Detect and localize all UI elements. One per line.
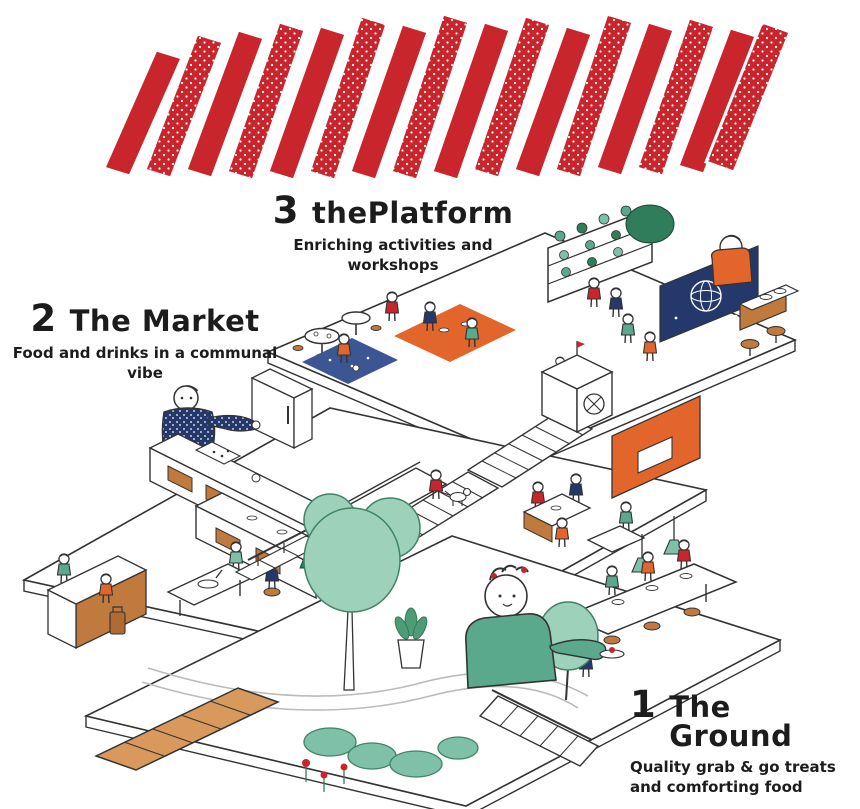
level-1-label: 1 The Ground Quality grab & go treats an… <box>630 686 855 797</box>
stair-flight-upper <box>466 411 594 488</box>
level-2-heading: 2 The Market <box>10 300 280 337</box>
level-2-description: Food and drinks in a communal vibe <box>12 344 278 382</box>
dog-icon <box>444 487 472 506</box>
fridge-cabinet <box>250 368 314 450</box>
stove <box>194 441 242 465</box>
foreground-visitor <box>465 564 625 689</box>
level-1-name: The Ground <box>669 690 793 753</box>
platform-level-3 <box>265 204 800 471</box>
picnic-rug-blue <box>302 338 398 384</box>
level-2-number: 2 <box>30 297 57 340</box>
dining-tables-market <box>522 473 646 553</box>
fan-icon <box>583 393 605 415</box>
seated-visitor <box>710 247 753 287</box>
tulip-icon <box>320 771 328 779</box>
tulip-icon <box>340 763 348 771</box>
level-1-number: 1 <box>630 683 657 726</box>
level-3-description: Enriching activities and workshops <box>293 236 493 274</box>
level-2-label: 2 The Market Food and drinks in a commun… <box>10 300 280 383</box>
globe-icon <box>690 280 722 312</box>
flag-icon <box>577 341 585 348</box>
exit-stairs-right <box>478 689 600 767</box>
level-3-number: 3 <box>272 189 299 232</box>
cafe-corner <box>710 234 800 356</box>
chef-figure <box>161 385 261 459</box>
reception-desk <box>46 553 148 650</box>
planter-pot <box>394 607 428 669</box>
tree-crown <box>303 507 401 613</box>
elevator-kiosk <box>540 341 614 434</box>
handrail <box>491 689 593 741</box>
dog-walker <box>428 469 472 506</box>
roof-fold-illustration <box>101 12 792 182</box>
serving-window <box>637 436 673 474</box>
tulip-icon <box>302 759 310 767</box>
level-2-name: The Market <box>69 304 260 338</box>
plant-shelf <box>547 204 675 304</box>
visitor-sweater <box>465 613 557 689</box>
person-figure <box>676 539 692 570</box>
level-1-description: Quality grab & go treats and comforting … <box>630 758 836 796</box>
level-1-heading: 1 The Ground <box>630 686 855 751</box>
large-plant <box>625 204 675 244</box>
person-figure <box>640 551 656 582</box>
entrance-stairs-left <box>94 687 280 771</box>
level-3-name: thePlatform <box>311 196 514 230</box>
ground-level <box>83 493 783 809</box>
level-3-label: 3 thePlatform Enriching activities and w… <box>258 192 528 275</box>
serving-wall-orange <box>611 394 701 500</box>
suitcase <box>109 611 126 635</box>
shrubs-and-flowers <box>302 727 479 792</box>
level-3-heading: 3 thePlatform <box>258 192 528 229</box>
